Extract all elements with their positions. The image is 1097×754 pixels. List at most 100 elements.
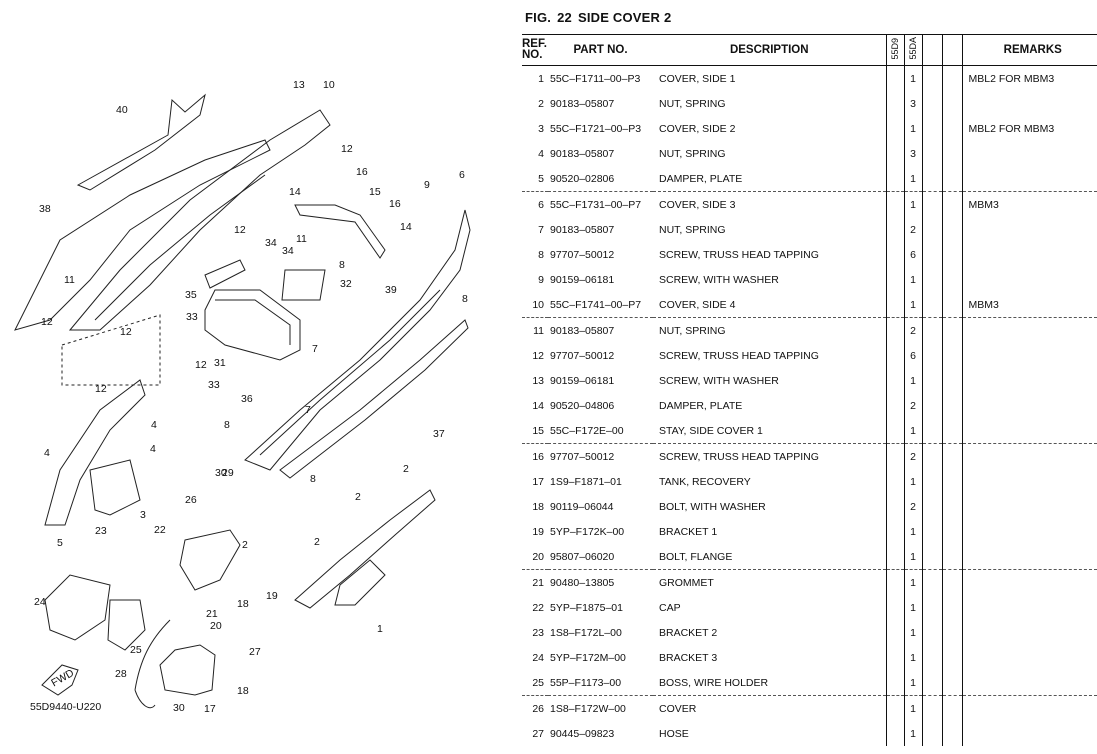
cell-part-no: 55C–F1731–00–P7 [548, 191, 653, 217]
cell-remarks [961, 91, 1097, 116]
cell-ref-no: 27 [532, 727, 544, 740]
part-40-strip [76, 93, 206, 191]
callout-number: 12 [234, 224, 246, 236]
cell-description: DAMPER, PLATE [659, 172, 743, 185]
part-6-cover [244, 209, 471, 471]
cell-blank [921, 141, 942, 166]
callout-number: 30 [215, 467, 227, 479]
callout-number: 16 [389, 198, 401, 210]
cell-description: TANK, RECOVERY [659, 475, 751, 488]
fwd-label: FWD [49, 667, 76, 690]
cell-qty-model-2: 1 [903, 695, 922, 721]
cell-remarks [961, 645, 1097, 670]
cell-part-no: 90159–06181 [550, 273, 615, 286]
part-23-bracket [107, 599, 146, 651]
cell-qty-model-2: 6 [903, 242, 922, 267]
cell-blank [941, 141, 962, 166]
callout-number: 7 [305, 404, 311, 416]
cell-ref-no: 2 [538, 97, 544, 110]
header-part-no: PART NO. [548, 34, 653, 66]
cell-part-no: 1S8–F172L–00 [550, 626, 622, 639]
cell-description: SCREW, WITH WASHER [659, 273, 779, 286]
cell-blank [921, 695, 942, 721]
header-blank-2 [941, 34, 962, 66]
cell-blank [921, 670, 942, 696]
cell-blank [941, 267, 962, 292]
part-17-tank [159, 644, 216, 696]
cell-qty-model-2: 1 [903, 368, 922, 393]
cell-qty-model-1 [885, 191, 904, 217]
cell-remarks [961, 569, 1097, 595]
cell-qty-model-1 [885, 166, 904, 192]
cell-part-no: 55C–F1711–00–P3 [550, 72, 641, 85]
cell-part-no: 95807–06020 [550, 550, 615, 563]
cell-blank [941, 645, 962, 670]
table-header-row: REF.NO. PART NO. DESCRIPTION 55D9 55DA R… [522, 34, 1097, 66]
cell-blank [921, 166, 942, 192]
part-31-inner [215, 299, 291, 345]
callout-number: 14 [289, 186, 301, 198]
cell-ref-no: 13 [532, 374, 544, 387]
cell-blank [941, 368, 962, 393]
cell-description: CAP [659, 601, 681, 614]
cell-description: BRACKET 1 [659, 525, 718, 538]
cell-qty-model-1 [885, 595, 904, 620]
cell-description: NUT, SPRING [659, 223, 726, 236]
cell-ref-no: 11 [522, 317, 548, 343]
cell-qty-model-2: 2 [903, 393, 922, 418]
parts-table: REF.NO. PART NO. DESCRIPTION 55D9 55DA R… [522, 34, 1097, 746]
diagram-code: 55D9440-U220 [30, 701, 101, 713]
cell-description: SCREW, TRUSS HEAD TAPPING [659, 248, 819, 261]
cell-description: NUT, SPRING [659, 97, 726, 110]
cell-qty-model-1 [885, 267, 904, 292]
cell-remarks: MBM3 [961, 292, 1097, 318]
part-19-bracket [179, 529, 241, 591]
cell-blank [941, 393, 962, 418]
cell-qty-model-1 [885, 494, 904, 519]
cell-part-no: 55C–F172E–00 [550, 424, 624, 437]
callout-number: 11 [296, 233, 307, 245]
cell-description: HOSE [659, 727, 689, 740]
cell-qty-model-2: 2 [903, 317, 922, 343]
cell-part-no: 97707–50012 [550, 248, 615, 261]
cell-blank [941, 595, 962, 620]
callout-number: 12 [341, 143, 353, 155]
cell-blank [921, 343, 942, 368]
cell-part-no: 55C–F1721–00–P3 [550, 122, 642, 135]
cell-part-no: 90520–04806 [550, 399, 615, 412]
part-10-cover [68, 109, 331, 331]
cell-remarks [961, 368, 1097, 393]
callout-number: 18 [237, 598, 249, 610]
cell-remarks [961, 721, 1097, 746]
cell-qty-model-1 [885, 343, 904, 368]
cell-ref-no: 4 [538, 147, 544, 160]
part-26-cover [44, 574, 111, 641]
cell-description: DAMPER, PLATE [659, 399, 743, 412]
cell-description: BOSS, WIRE HOLDER [659, 676, 769, 689]
cell-blank [941, 65, 962, 91]
cell-description: BOLT, WITH WASHER [659, 500, 766, 513]
callout-number: 33 [208, 379, 220, 391]
cell-qty-model-2: 1 [903, 544, 922, 570]
cell-ref-no: 17 [532, 475, 544, 488]
cell-blank [921, 569, 942, 595]
cell-blank [941, 116, 962, 141]
cell-remarks [961, 443, 1097, 469]
cell-qty-model-2: 1 [903, 267, 922, 292]
cell-ref-no: 10 [532, 298, 544, 311]
cell-ref-no: 25 [532, 676, 544, 689]
cell-remarks [961, 595, 1097, 620]
cell-blank [941, 217, 962, 242]
part-38-cover [14, 139, 271, 331]
